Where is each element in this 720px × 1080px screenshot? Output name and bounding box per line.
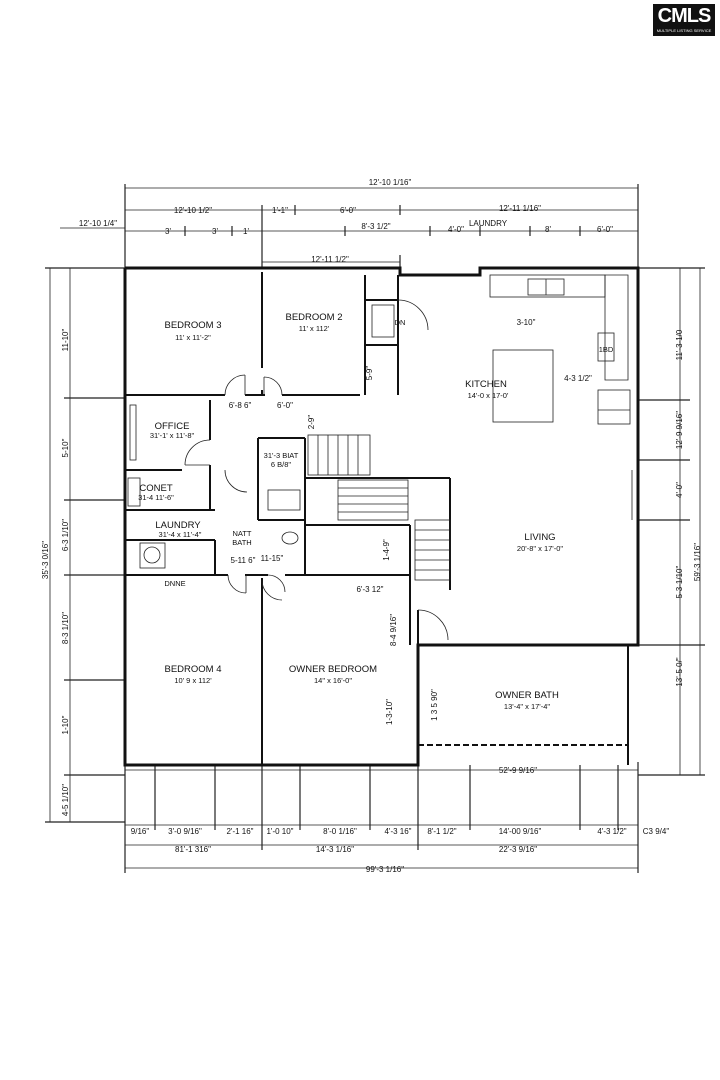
dimension-interior-5: 3-10" [517,318,536,327]
dimension-interior-12: 5-11 6" [231,556,256,565]
dimension-left-6: 4-5 1/10" [61,784,70,816]
plan-labels: 12'-10 1/16" 12'-10 1/2" 1'-1" 6'-0" 12'-11 … [41,178,702,874]
exterior-walls [123,266,640,767]
dimension-interior-1: 6'-8 6" [229,401,252,410]
dimension-top-overall: 12'-10 1/16" [369,178,412,187]
room-name-living: LIVING [524,532,555,543]
dimension-right-1: 11'-3-1/0 [675,329,684,360]
room-size-bedroom-4: 10' 9 x 112' [174,676,212,685]
dimension-bottom-a9: 4'-3 1/2" [597,827,626,836]
dimension-left-4: 8-3 1/10" [61,612,70,644]
bottom-dimension-lines [124,762,639,873]
dimension-bottom-b3: 22'-3 9/16" [499,845,537,854]
dimension-bottom-overall: 99'-3 1/16" [366,865,404,874]
room-size-laundry: 31'-4 x 11'-4" [159,530,202,539]
room-name-bath-small: 31'-3 BIAT [264,451,299,460]
dimension-interior-2: 6'-0" [277,401,293,410]
dimension-interior-10: 1 3 5 90" [430,689,439,721]
dimension-bottom-a1: 9/16" [131,827,150,836]
stairs [307,434,451,581]
room-name-closet: CONET [139,483,172,494]
interior-walls [125,272,629,765]
room-size-owner-bath: 13'-4" x 17'-4" [504,702,550,711]
room-name-laundry: LAUNDRY [155,520,201,531]
dimension-left-3: 6-3 1/10" [61,519,70,551]
room-size-bedroom-2: 11' x 112' [299,324,330,333]
dimension-row2-7: 6'-0" [597,225,613,234]
room-name-dinne: DNNE [164,579,185,588]
dimension-bottom-a7: 8'-1 1/2" [427,827,456,836]
room-name-kitchen: KITCHEN [465,379,507,390]
dimension-bottom-b1: 81'-1 316" [175,845,211,854]
dimension-top-1: 1'-1" [272,206,288,215]
room-name-office: OFFICE [155,421,190,432]
room-name-bedroom-2: BEDROOM 2 [285,312,342,323]
dimension-right-2: 12'-9 9/16" [675,411,684,449]
dimension-bottom-a8: 14'-00 9/16" [499,827,542,836]
dimension-interior-13: 11-15" [261,554,284,563]
dimension-interior-9: 1-3-10" [385,699,394,725]
dimension-interior-6: 4-3 1/2" [564,374,592,383]
dimension-right-overall: 59'-3 1/16" [693,543,702,581]
kitchen-fixtures [489,274,631,425]
room-size-bedroom-3: 11' x 11'-2" [175,333,211,342]
dimension-interior-8: 8-4 9/16" [389,614,398,646]
room-name-owner-bedroom: OWNER BEDROOM [289,664,377,675]
fridge-label: 1BD [599,345,614,354]
dimension-row2-2: 3' [212,227,218,236]
dimension-row2-4: 8'-3 1/2" [361,222,390,231]
dimension-top-right-overall: 12'-11 1/16" [499,204,541,213]
dimension-bottom-a2: 3'-0 9/16" [168,827,202,836]
dimension-row2-1: 3' [165,227,171,236]
dimension-left-overall-label: 12'-10 1/4" [79,219,117,228]
dimension-row2-5: 4'-0" [448,225,464,234]
room-size-natt-bath: BATH [232,538,251,547]
room-name-owner-bath: OWNER BATH [495,690,559,701]
misc-fixtures [127,304,633,569]
room-size-kitchen: 14'-0 x 17-0' [468,391,509,400]
dimension-interior-4: 5-9" [365,366,374,381]
dimension-interior-11: 1-4-9" [382,539,391,561]
dimension-left-overall: 35'-3 0/16" [41,541,50,579]
dimension-row2-3: 1' [243,227,249,236]
dimension-bottom-a3: 2'-1 16" [226,827,253,836]
right-dimension-lines [638,267,705,776]
room-name-natt-bath: NATT [232,529,251,538]
dimension-right-3: 4'-0" [675,482,684,498]
dimension-left-2: 5-10" [61,438,70,457]
room-name-bedroom-4: BEDROOM 4 [164,664,221,675]
dimension-owner-bath: 52'-9 9/16" [499,766,537,775]
dimension-bottom-a4: 1'-0 10" [266,827,293,836]
dimension-top-left: 12'-10 1/2" [174,206,212,215]
dimension-right-5: 13'-5 0/" [675,657,684,686]
logo-subtext: MULTIPLE LISTING SERVICE [656,28,712,33]
dimension-left-1: 11-10" [61,328,70,351]
dimension-bottom-a5: 8'-0 1/16" [323,827,357,836]
dimension-top-2: 6'-0" [340,206,356,215]
dimension-bottom-b2: 14'-3 1/16" [316,845,354,854]
dimension-laundry: LAUNDRY [469,219,508,228]
logo-text: CMLS [657,5,712,27]
dimension-interior-3: 2-9" [307,415,316,430]
dimension-left-5: 1-10" [61,715,70,734]
dimension-row2-6: 8' [545,225,551,234]
dimension-bottom-a10: C3 9/4" [643,827,670,836]
room-size-living: 20'-8" x 17'-0" [517,544,563,553]
room-name-bedroom-3: BEDROOM 3 [164,320,221,331]
cmls-logo: CMLS MULTIPLE LISTING SERVICE [653,4,715,36]
stair-down-label: DN [395,318,406,327]
left-dimension-lines [45,267,125,823]
room-size-office: 31'-1' x 11'-8" [150,431,195,440]
dimension-right-4: 5-3-1/10" [675,566,684,599]
dimension-interior-7: 6'-3 12" [356,585,383,594]
doors [184,299,449,641]
top-dimension-lines [60,184,639,270]
dimension-row3: 12'-11 1/2" [311,255,349,264]
room-size-owner-bedroom: 14" x 16'-0" [314,676,352,685]
room-size-bath-small: 6 B/8" [271,460,292,469]
dimension-bottom-a6: 4'-3 16" [384,827,411,836]
room-size-closet: 31-4 11'-6" [138,493,174,502]
